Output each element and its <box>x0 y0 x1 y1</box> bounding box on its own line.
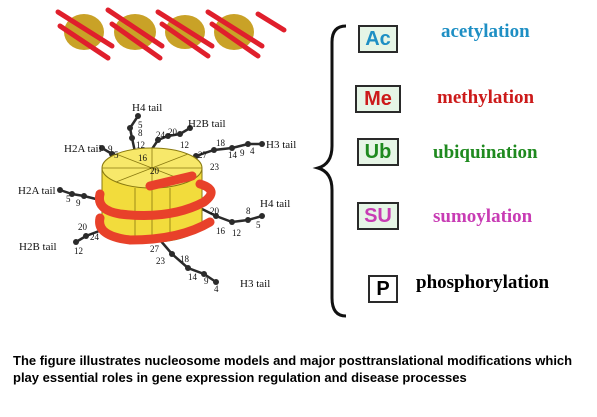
residue-number: 5 <box>66 194 71 204</box>
dna-wrap <box>94 171 216 245</box>
residue-number: 8 <box>138 128 143 138</box>
tail-label-h3-bottom: H3 tail <box>240 278 271 290</box>
residue-number: 20 <box>150 166 160 176</box>
residue-number: 18 <box>216 138 226 148</box>
residue-number: 20 <box>168 127 178 137</box>
mod-name-methylation: methylation <box>437 87 535 108</box>
residue-number: 4 <box>214 284 219 294</box>
residue-number: 27 <box>150 244 160 254</box>
mod-box-sumoylation: SU <box>357 202 399 230</box>
mod-name-phosphorylation: phosphorylation <box>416 272 550 293</box>
tail-label-h3-top: H3 tail <box>266 139 297 151</box>
residue-number: 9 <box>76 198 81 208</box>
mod-abbr: Me <box>364 87 392 110</box>
mod-box-methylation: Me <box>355 85 401 113</box>
chromatin-dna-wraps <box>55 7 287 61</box>
nucleosome-diagram: 5 8 12 16 20 24 20 12 27 23 18 14 9 4 9 … <box>57 113 265 294</box>
residue-number: 12 <box>136 140 145 150</box>
figure-caption: The figure illustrates nucleosome models… <box>13 353 573 385</box>
residue-number: 12 <box>74 246 83 256</box>
residue-number: 16 <box>138 153 148 163</box>
residue-number: 9 <box>108 144 113 154</box>
residue-number: 5 <box>138 120 143 130</box>
residue-number: 14 <box>228 150 238 160</box>
residue-number: 9 <box>204 276 209 286</box>
residue-number: 23 <box>210 162 220 172</box>
tail-label-h2a-left: H2A tail <box>18 185 56 197</box>
residue-number: 23 <box>156 256 166 266</box>
mod-name-acetylation: acetylation <box>441 21 530 42</box>
mod-abbr: Ub <box>364 140 392 163</box>
residue-number: 24 <box>90 232 100 242</box>
residue-number: 8 <box>246 206 251 216</box>
chromatin-strand-illustration <box>55 7 287 61</box>
residue-number: 20 <box>210 206 220 216</box>
tail-label-h2b-bottom: H2B tail <box>19 241 57 253</box>
mod-name-sumoylation: sumoylation <box>433 206 533 227</box>
residue-number: 4 <box>250 146 255 156</box>
tail-label-h2a-top: H2A tail <box>64 143 102 155</box>
residue-number: 27 <box>198 150 208 160</box>
residue-number: 14 <box>188 272 198 282</box>
residue-number: 9 <box>240 148 245 158</box>
residue-number: 16 <box>216 226 226 236</box>
residue-number: 20 <box>78 222 88 232</box>
mod-box-ubiquination: Ub <box>357 138 399 166</box>
mod-box-phosphorylation: P <box>368 275 398 303</box>
residue-number: 12 <box>180 140 189 150</box>
tail-label-h2b-top: H2B tail <box>188 118 226 130</box>
mod-box-acetylation: Ac <box>358 25 398 53</box>
residue-numbers: 5 8 12 16 20 24 20 12 27 23 18 14 9 4 9 … <box>66 120 261 294</box>
residue-number: 5 <box>256 220 261 230</box>
mod-name-ubiquination: ubiquination <box>433 142 538 163</box>
residue-number: 5 <box>114 150 119 160</box>
curly-brace <box>312 24 347 318</box>
tail-label-h4-top: H4 tail <box>132 102 163 114</box>
tail-label-h4-right: H4 tail <box>260 198 291 210</box>
residue-number: 12 <box>232 228 241 238</box>
mod-abbr: Ac <box>365 27 391 50</box>
mod-abbr: P <box>376 277 390 300</box>
residue-number: 24 <box>156 130 166 140</box>
mod-abbr: SU <box>364 204 392 227</box>
residue-number: 18 <box>180 254 190 264</box>
